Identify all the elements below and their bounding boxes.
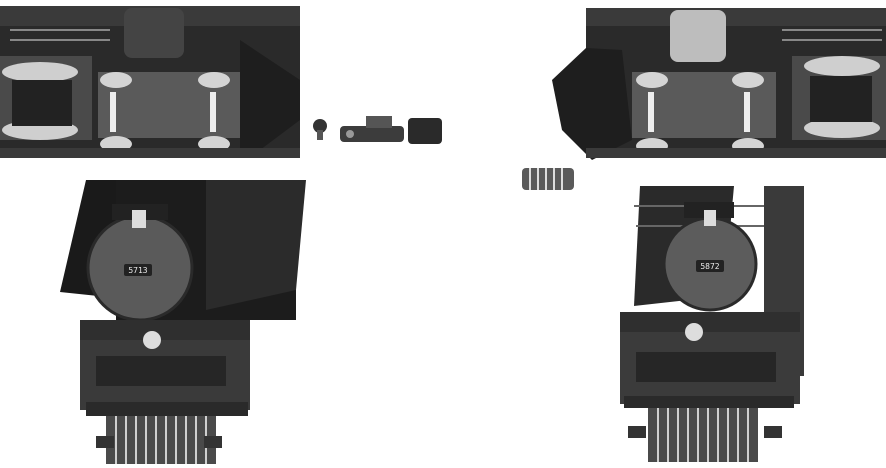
photo-front-left: 5713: [56, 180, 308, 468]
number-plate: [696, 260, 724, 272]
pilot-step: [648, 408, 758, 462]
driver-wheel: [804, 56, 880, 76]
headlight: [685, 323, 703, 341]
pilot-deck: [552, 48, 632, 160]
driver-wheel: [2, 62, 78, 82]
underside-left-drawing: [0, 6, 300, 158]
headlight: [143, 331, 161, 349]
pilot-step-part: [520, 164, 578, 194]
underside-right-drawing: [552, 8, 886, 160]
cylinder: [670, 10, 726, 62]
number-plate-text: 5872: [700, 262, 719, 271]
front-left-drawing: 5713: [60, 180, 306, 464]
coupler-part: [336, 110, 448, 150]
front-right-drawing: 5872: [620, 186, 804, 462]
photo-underside-left: [0, 0, 320, 168]
pilot-deck: [240, 40, 300, 150]
number-plate: [124, 264, 152, 276]
number-plate-text: 5713: [128, 266, 147, 275]
photo-front-right: 5872: [614, 186, 806, 468]
photo-underside-right: [552, 0, 886, 166]
pilot-step: [106, 416, 216, 464]
cylinder: [124, 8, 184, 58]
screw-part: [310, 118, 330, 142]
